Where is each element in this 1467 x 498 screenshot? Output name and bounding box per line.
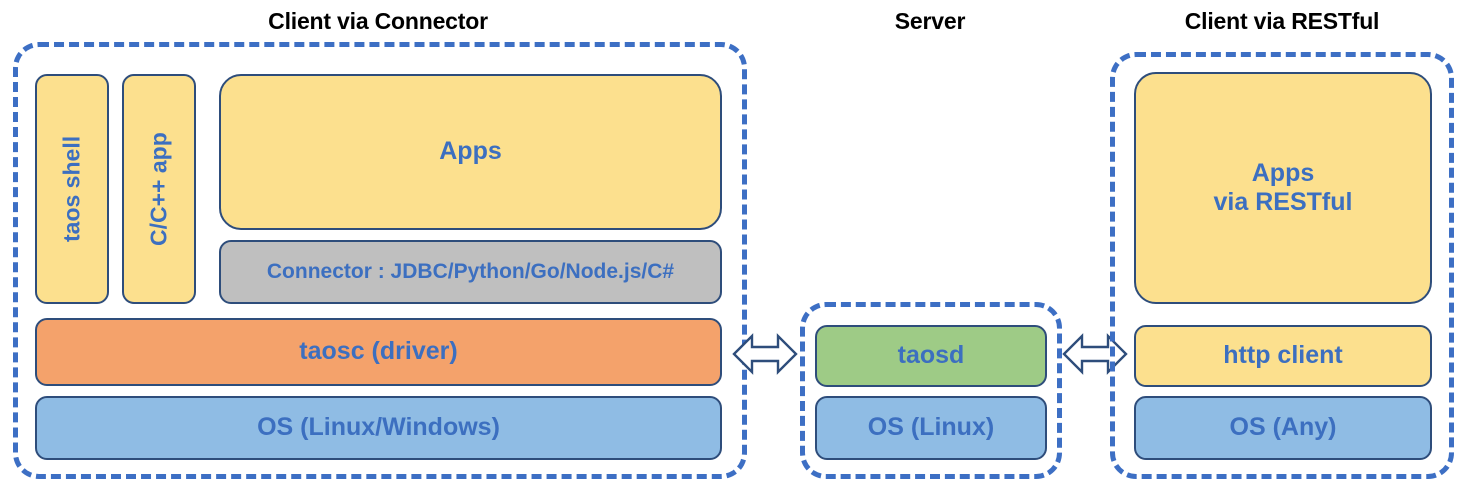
node-os-linux-windows[interactable]: OS (Linux/Windows) [35, 396, 722, 460]
node-connector[interactable]: Connector : JDBC/Python/Go/Node.js/C# [219, 240, 722, 304]
node-http-client[interactable]: http client [1134, 325, 1432, 387]
node-c-cpp-app[interactable]: C/C++ app [122, 74, 196, 304]
panel-client-via-restful [1110, 52, 1454, 479]
panel-client-via-connector [13, 42, 747, 479]
node-os-any[interactable]: OS (Any) [1134, 396, 1432, 460]
node-os-linux[interactable]: OS (Linux) [815, 396, 1047, 460]
node-taos-shell[interactable]: taos shell [35, 74, 109, 304]
section-title-server: Server [894, 8, 966, 34]
node-apps[interactable]: Apps [219, 74, 722, 230]
node-taosd[interactable]: taosd [815, 325, 1047, 387]
panel-server [800, 302, 1062, 479]
node-apps-via-restful-line1: Apps [1251, 158, 1315, 187]
node-apps-via-restful-line2: via RESTful [1213, 188, 1353, 216]
node-taosc-driver[interactable]: taosc (driver) [35, 318, 722, 386]
section-title-client-connector: Client via Connector [268, 8, 488, 34]
double-headed-arrow-icon-left [732, 330, 798, 378]
section-title-client-restful: Client via RESTful [1184, 8, 1380, 34]
node-apps-via-restful[interactable]: Apps via RESTful [1134, 72, 1432, 304]
